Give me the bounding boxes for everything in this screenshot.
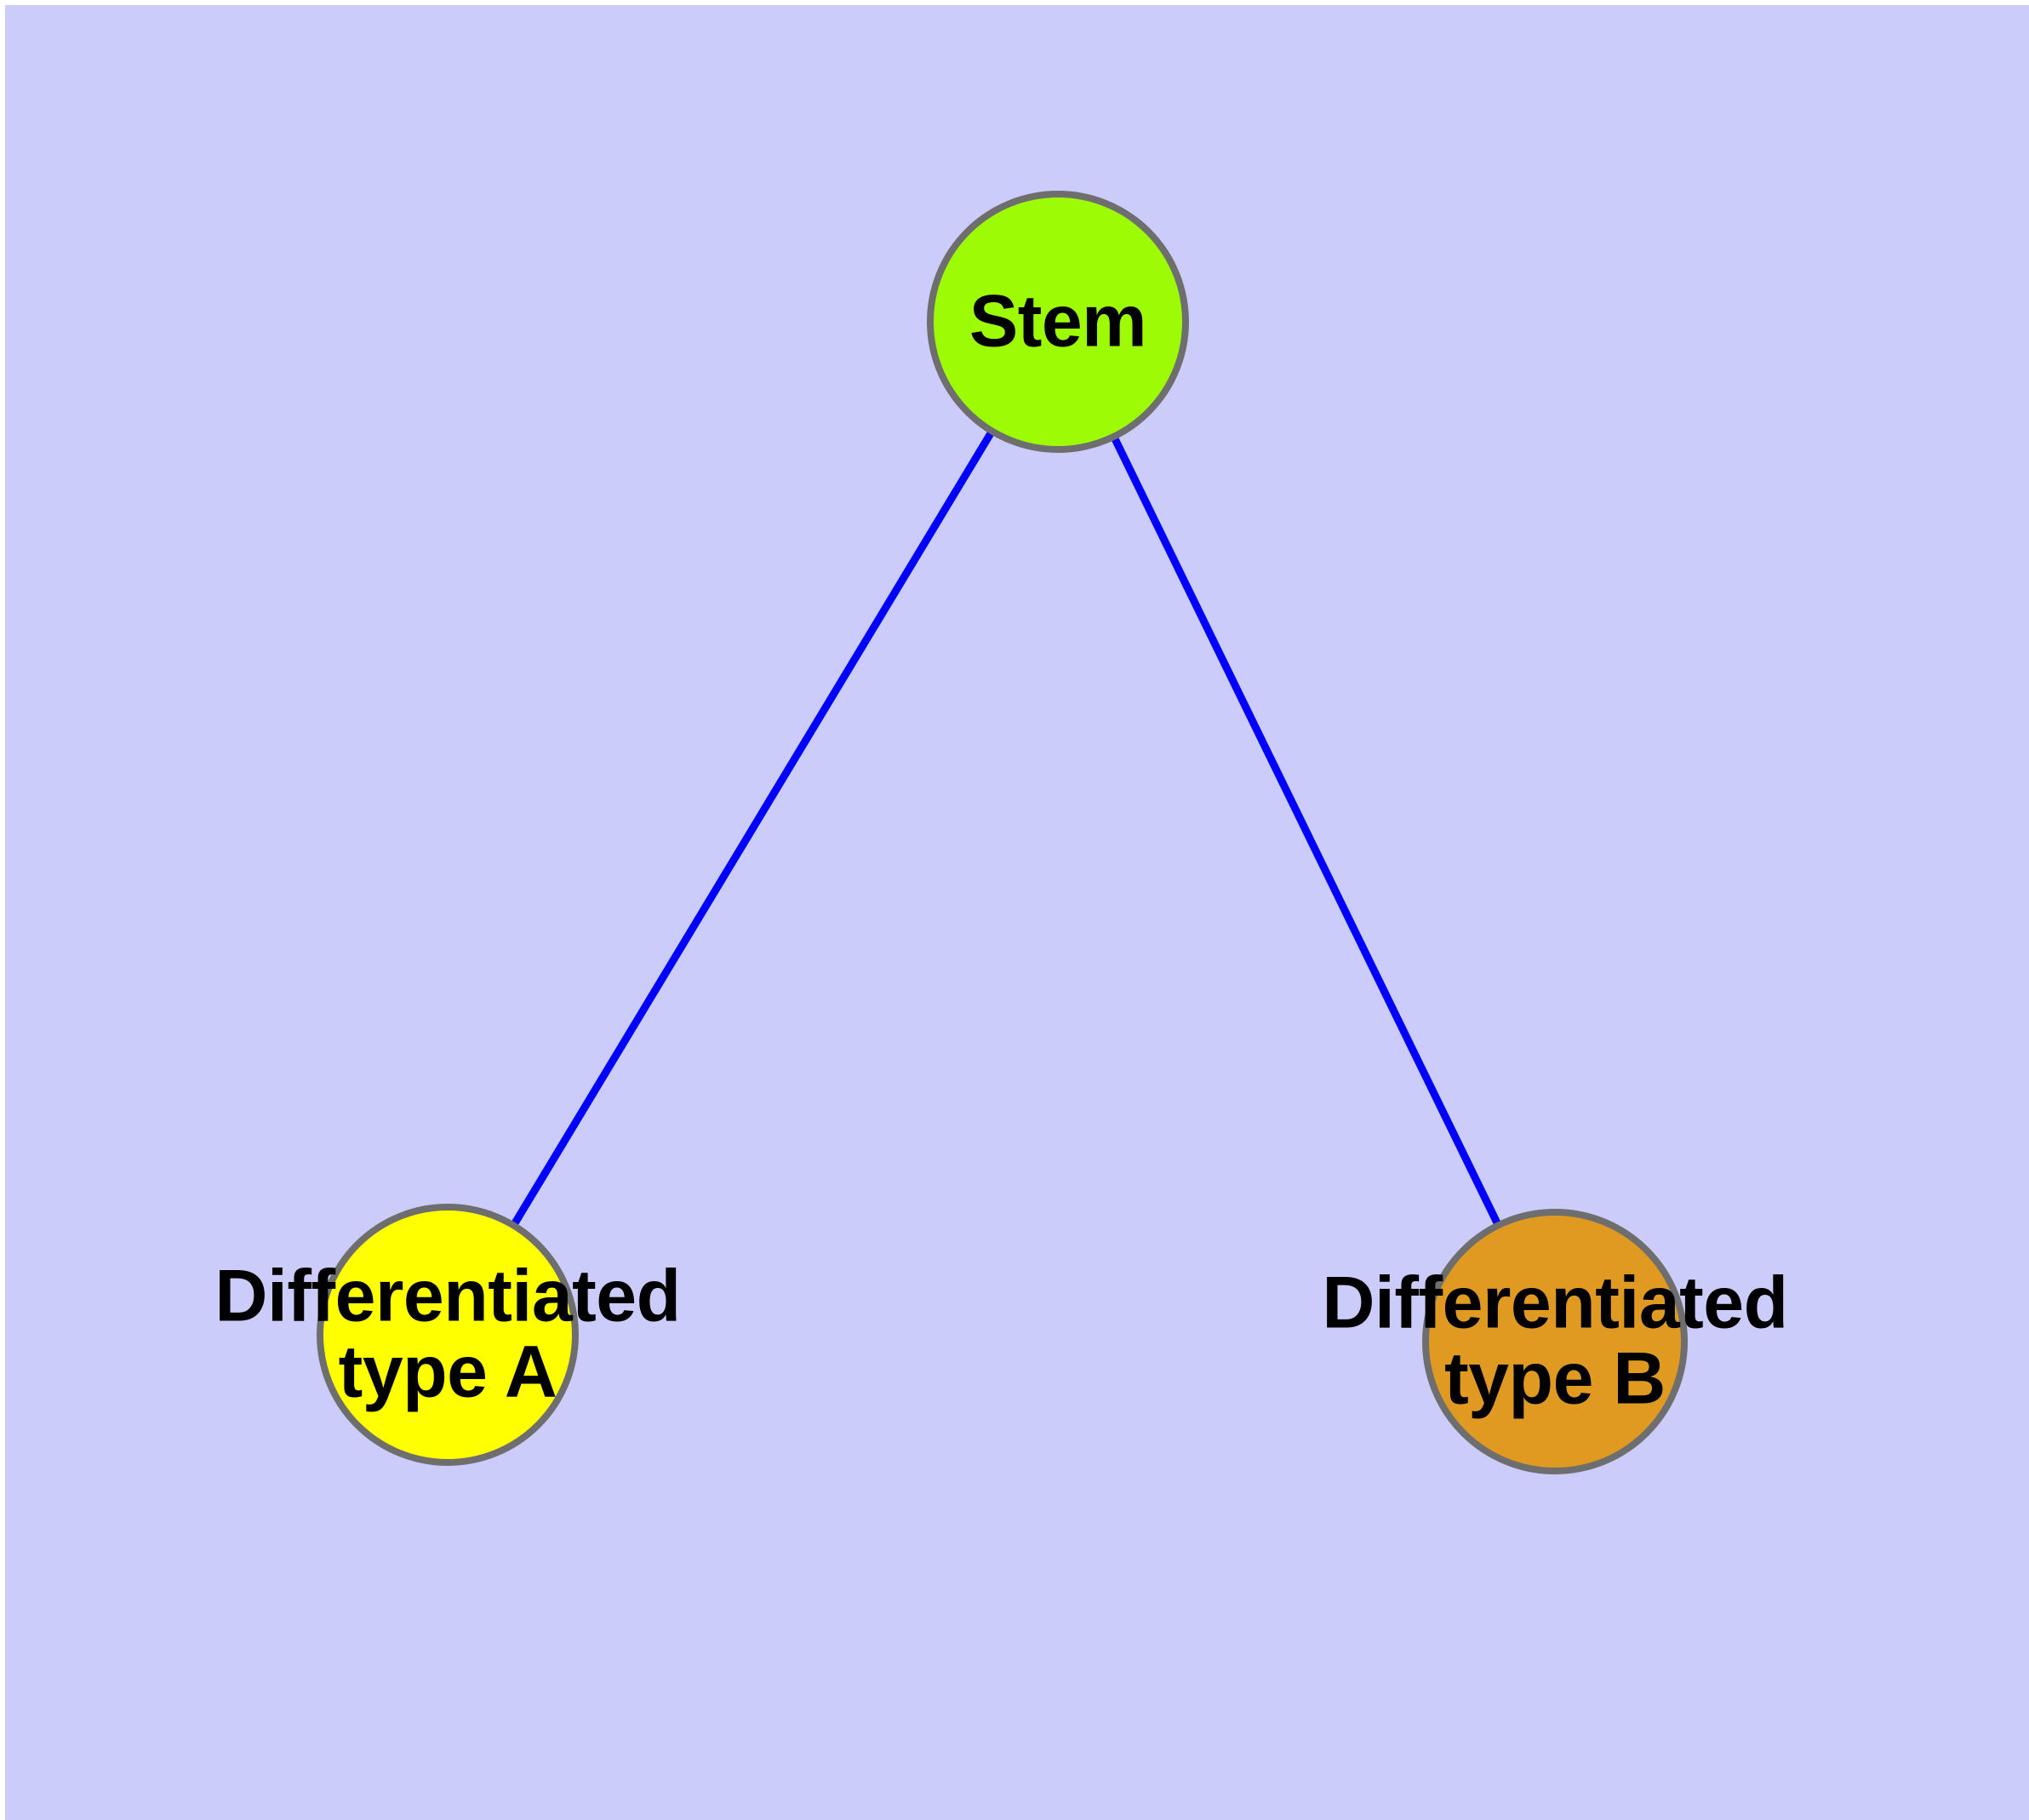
edge-stem-to-differentiated-type-b[interactable] xyxy=(1054,320,1559,1343)
nodes-layer xyxy=(317,191,1688,1474)
edges-layer xyxy=(444,319,1559,1343)
node-differentiated-type-b[interactable] xyxy=(1422,1209,1688,1474)
edge-stem-to-differentiated-type-a[interactable] xyxy=(444,319,1061,1337)
graph-svg xyxy=(317,191,1688,1474)
node-differentiated-type-a[interactable] xyxy=(317,1204,579,1466)
node-stem[interactable] xyxy=(927,191,1189,453)
